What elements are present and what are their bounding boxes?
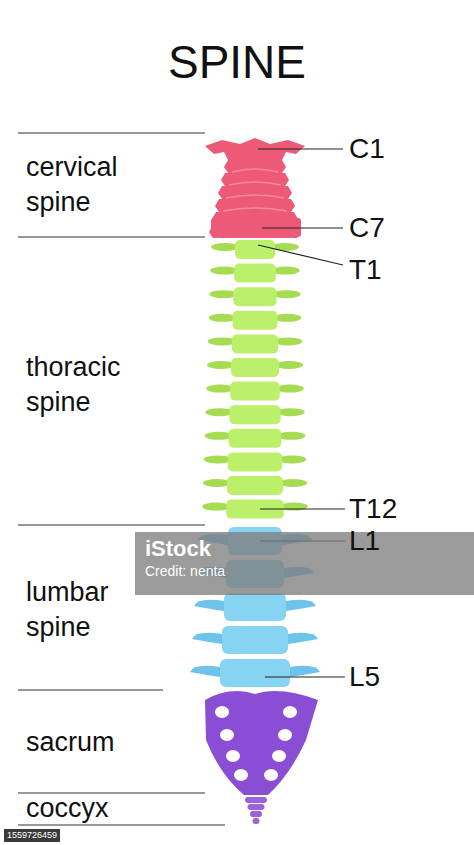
- thoracic-vertebra: [232, 334, 278, 353]
- sacral-foramen: [220, 729, 234, 741]
- transverse-process: [277, 408, 305, 416]
- transverse-process: [274, 337, 302, 345]
- sacral-foramen: [264, 769, 278, 781]
- transverse-process: [276, 385, 304, 393]
- leader-lines: [258, 149, 345, 677]
- transverse-process: [290, 666, 320, 677]
- vlabel-text: T1: [349, 254, 382, 286]
- sacrum-bone: [205, 691, 318, 795]
- transverse-process: [272, 267, 300, 275]
- vertebra-edge: [229, 182, 281, 185]
- transverse-process: [190, 666, 220, 677]
- transverse-process: [202, 503, 230, 511]
- vertebra-edge: [232, 169, 278, 172]
- region-text: lumbar spine: [26, 575, 156, 645]
- vlabel-text: C7: [349, 212, 385, 244]
- sacral-foramen: [226, 750, 240, 762]
- transverse-process: [204, 455, 232, 463]
- vlabel-text: C1: [349, 133, 385, 165]
- leader-line: [265, 676, 345, 677]
- transverse-process: [209, 290, 237, 298]
- transverse-process: [277, 432, 305, 440]
- separator-line: [18, 237, 205, 238]
- region-text: sacrum: [26, 725, 156, 760]
- transverse-process: [273, 290, 301, 298]
- sacral-foramen: [283, 706, 297, 718]
- transverse-process: [210, 267, 238, 275]
- separator-line: [18, 825, 225, 826]
- wm1-text: iStock: [145, 537, 211, 561]
- thoracic-vertebra: [227, 476, 283, 495]
- leader-line: [258, 245, 343, 265]
- thoracic-vertebra: [234, 264, 276, 283]
- separator-line: [18, 690, 163, 691]
- leader-line: [260, 508, 345, 509]
- region-text: cervical spine: [26, 150, 156, 220]
- transverse-process: [275, 361, 303, 369]
- lumbar-vertebra: [222, 626, 288, 654]
- coccyx-segment: [250, 811, 262, 817]
- lumbar-vertebra: [224, 593, 286, 621]
- transverse-process: [273, 314, 301, 322]
- vertebra-edge: [226, 195, 284, 198]
- separator-line: [18, 133, 205, 134]
- coccyx-segment: [248, 804, 265, 810]
- transverse-process: [271, 243, 299, 251]
- transverse-process: [278, 455, 306, 463]
- transverse-process: [207, 361, 235, 369]
- thoracic-vertebra: [230, 382, 280, 401]
- thoracic-vertebra: [233, 287, 276, 306]
- leader-line: [258, 148, 343, 149]
- coccyx-segment: [253, 818, 260, 824]
- region-separators: [18, 133, 225, 825]
- vlabel-text: L1: [349, 525, 380, 557]
- thoracic-vertebra: [235, 240, 275, 259]
- thoracic-vertebra: [231, 358, 279, 377]
- transverse-process: [205, 432, 233, 440]
- coccyx-segment: [245, 797, 267, 803]
- vertebra-edge: [223, 208, 287, 211]
- thoracic-vertebra: [229, 405, 280, 424]
- transverse-process: [288, 633, 318, 644]
- cervical-vertebra: [218, 186, 292, 199]
- separator-line: [18, 525, 205, 526]
- lumbar-vertebra: [220, 659, 290, 687]
- vertebrae: [190, 138, 320, 824]
- diagram-title: SPINE: [0, 36, 474, 88]
- transverse-process: [205, 408, 233, 416]
- cervical-vertebra: [224, 160, 286, 173]
- sacral-foramen: [278, 729, 292, 741]
- thoracic-vertebra: [228, 452, 282, 471]
- vlabel-text: T12: [349, 493, 397, 525]
- transverse-process: [194, 600, 224, 611]
- wm2-text: Credit: nenta: [145, 563, 225, 579]
- idtag-text: 1559726459: [4, 829, 60, 842]
- transverse-process: [203, 479, 231, 487]
- sacral-foramen: [272, 750, 286, 762]
- transverse-process: [279, 479, 307, 487]
- transverse-process: [206, 385, 234, 393]
- region-text: coccyx: [26, 791, 156, 826]
- watermark-band: [135, 532, 474, 595]
- cervical-vertebra: [215, 199, 295, 212]
- region-text: thoracic spine: [26, 350, 156, 420]
- cervical-vertebra: [221, 173, 289, 186]
- thoracic-vertebra: [233, 311, 278, 330]
- sacral-foramen: [234, 769, 248, 781]
- thoracic-vertebra: [229, 429, 282, 448]
- vlabel-text: L5: [349, 661, 380, 693]
- transverse-process: [211, 243, 239, 251]
- transverse-process: [192, 633, 222, 644]
- leader-line: [262, 227, 343, 228]
- sacral-foramen: [215, 706, 229, 718]
- transverse-process: [286, 600, 316, 611]
- transverse-process: [208, 337, 236, 345]
- transverse-process: [209, 314, 237, 322]
